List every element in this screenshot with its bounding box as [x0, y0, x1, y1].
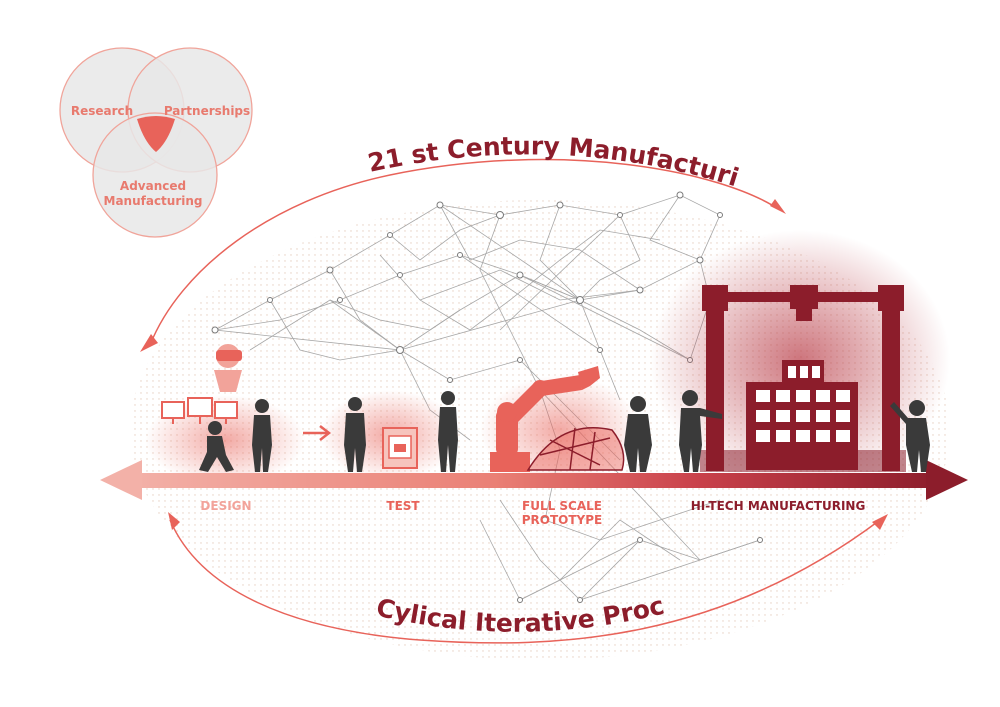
- bottom-arc-arrowhead-left: [168, 512, 180, 530]
- robot-arm-icon: [490, 366, 600, 472]
- person-left-test-icon: [344, 397, 366, 472]
- bottom-arc-arrowhead-right: [872, 514, 888, 530]
- vr-headset-person-icon: [214, 344, 242, 392]
- printed-building-icon: [746, 360, 858, 470]
- top-arc-arrowhead-left: [140, 334, 158, 352]
- 3d-printer-icon: [382, 427, 418, 469]
- person-pointing-right-icon: [890, 400, 930, 472]
- person-prototype-icon: [624, 396, 652, 472]
- test-stage: TEST: [344, 391, 458, 513]
- stage-label-prototype-line2: PROTOTYPE: [522, 513, 603, 527]
- crouching-person-icon: [199, 421, 234, 472]
- venn-label-advanced-line1: Advanced: [120, 179, 186, 193]
- stage-label-manufacturing: HI-TECH MANUFACTURING: [691, 499, 866, 513]
- design-stage: DESIGN: [161, 344, 272, 513]
- dome-structure-icon: [526, 427, 625, 471]
- person-pointing-left-icon: [679, 390, 722, 472]
- venn-label-research: Research: [71, 104, 133, 118]
- venn-label-partnerships: Partnerships: [164, 104, 250, 118]
- venn-circle-advanced-manufacturing: [92, 112, 218, 238]
- venn-diagram: Research Partnerships Advanced Manufactu…: [59, 47, 253, 238]
- design-to-test-arrow-icon: [303, 425, 332, 441]
- prototype-stage: FULL SCALE PROTOTYPE: [490, 366, 652, 527]
- stage-label-prototype-line1: FULL SCALE: [522, 499, 602, 513]
- standing-person-icon: [252, 399, 272, 472]
- venn-center-intersection: [137, 116, 175, 152]
- bottom-cycle-arc: [169, 519, 881, 644]
- manufacturing-stage: HI-TECH MANUFACTURING: [679, 285, 930, 513]
- stage-label-test: TEST: [386, 499, 420, 513]
- top-cycle-arc: [149, 158, 781, 346]
- top-arc-arrowhead-right: [770, 199, 786, 214]
- network-nodes: [211, 191, 763, 603]
- venn-label-advanced-line2: Manufacturing: [104, 194, 203, 208]
- monitors-icon: [161, 397, 238, 424]
- person-right-test-icon: [438, 391, 458, 472]
- process-timeline-arrow: [100, 460, 968, 500]
- stage-label-design: DESIGN: [200, 499, 251, 513]
